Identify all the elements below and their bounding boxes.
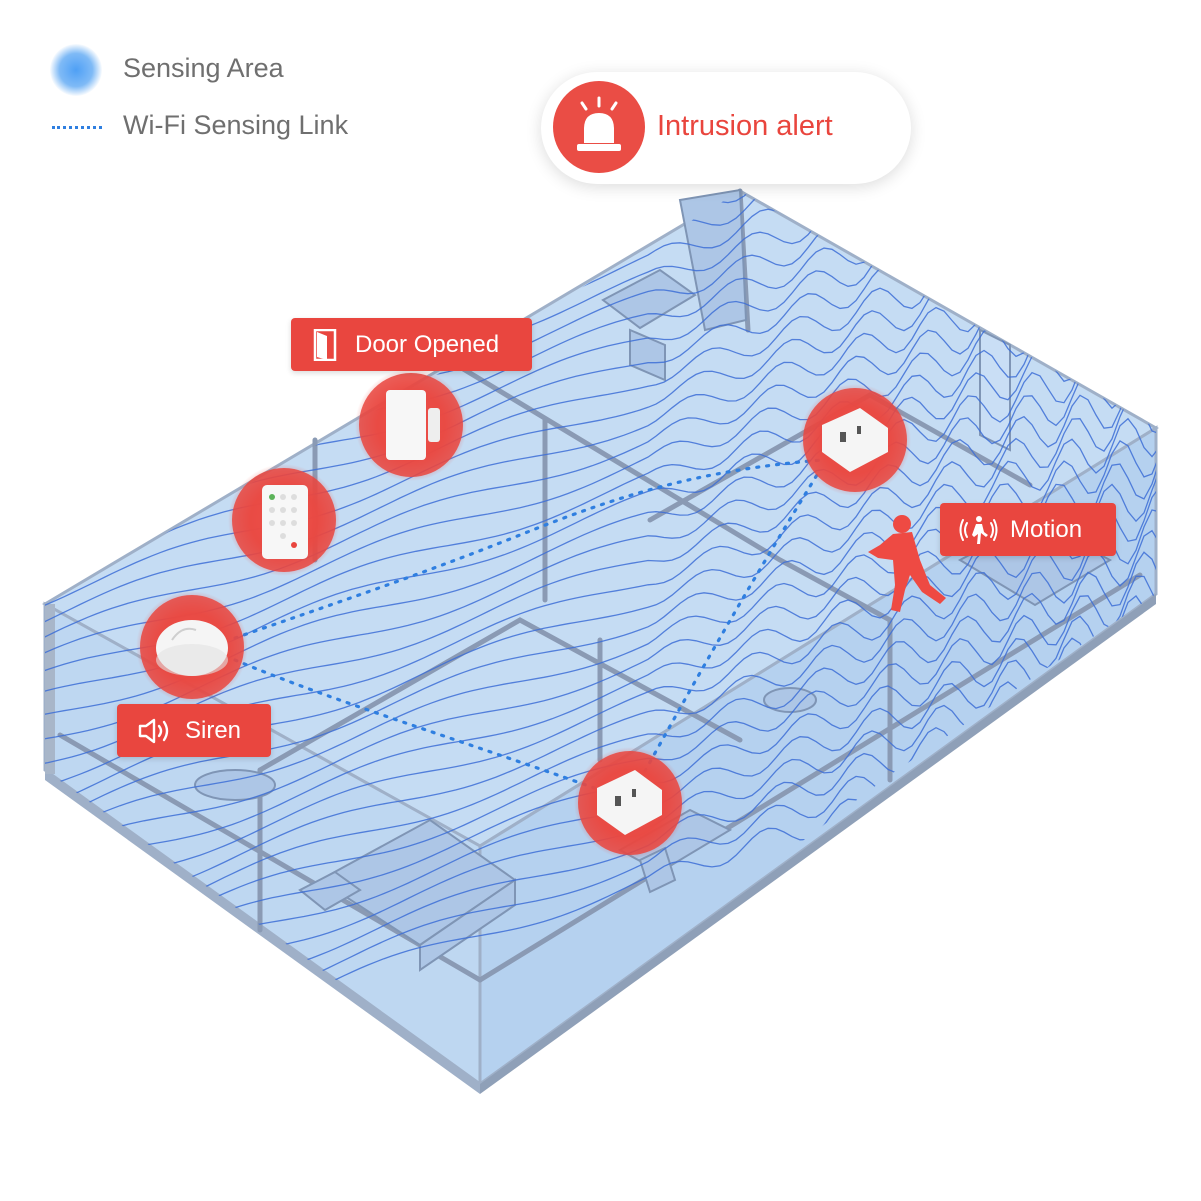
motion-person-icon bbox=[958, 515, 998, 550]
speaker-icon bbox=[137, 717, 173, 750]
sensing-wave-line bbox=[45, 509, 1156, 893]
sensing-wave-line bbox=[45, 374, 1156, 765]
intruder-figure bbox=[868, 515, 946, 612]
siren-hub-device bbox=[136, 591, 248, 703]
tag-label: Siren bbox=[185, 717, 242, 744]
siren-tag: Siren bbox=[117, 704, 271, 757]
smart-plug-device bbox=[574, 747, 686, 859]
sensing-area-swatch bbox=[50, 44, 102, 96]
sensing-wave-line bbox=[45, 529, 1156, 915]
sensing-wave-line bbox=[45, 240, 1156, 625]
wifi-link-swatch bbox=[52, 126, 102, 129]
keypad-device bbox=[228, 464, 340, 576]
wifi-sensing-links bbox=[233, 458, 824, 792]
door-icon bbox=[313, 328, 339, 366]
motion-tag: Motion bbox=[940, 503, 1116, 556]
sensing-wave-line bbox=[45, 253, 1156, 640]
door-sensor-device bbox=[355, 369, 467, 481]
tag-label: Door Opened bbox=[355, 331, 500, 358]
alert-label: Intrusion alert bbox=[657, 110, 833, 142]
legend-label: Wi-Fi Sensing Link bbox=[123, 110, 349, 140]
smart-plug-device bbox=[799, 384, 911, 496]
legend-label: Sensing Area bbox=[123, 53, 284, 83]
siren-light-icon bbox=[553, 81, 645, 173]
intrusion-alert-badge: Intrusion alert bbox=[541, 72, 911, 184]
tag-label: Motion bbox=[1010, 516, 1083, 543]
sensing-wave-line bbox=[45, 551, 1156, 939]
sensing-wave-line bbox=[45, 486, 1156, 874]
door-opened-tag: Door Opened bbox=[291, 318, 532, 371]
